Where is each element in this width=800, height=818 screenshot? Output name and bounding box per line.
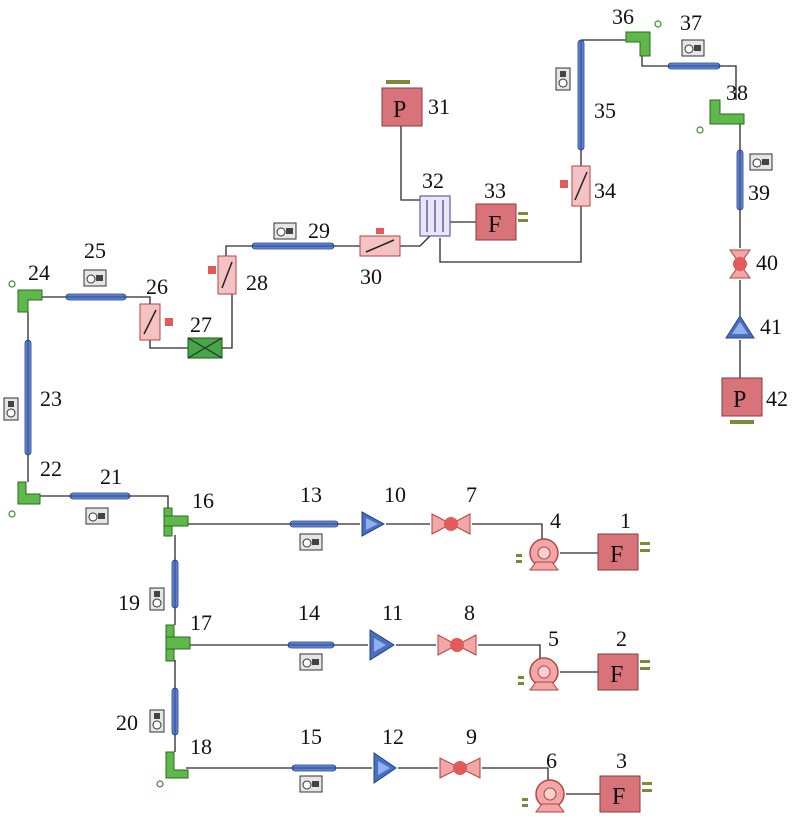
- flow-source-block-3[interactable]: F: [599, 775, 652, 813]
- label-26: 26: [146, 274, 168, 299]
- flow-source-block-1[interactable]: F: [597, 533, 650, 571]
- check-valve-11[interactable]: [369, 629, 395, 661]
- pump-6[interactable]: [522, 779, 565, 813]
- label-19: 19: [118, 590, 140, 615]
- label-9: 9: [466, 724, 477, 749]
- check-valve-10[interactable]: [361, 511, 386, 537]
- block-letter: P: [393, 97, 406, 123]
- label-37: 37: [680, 10, 702, 35]
- elbow-36[interactable]: [625, 20, 662, 57]
- flow-source-block-33[interactable]: F: [475, 203, 528, 241]
- pipe-29[interactable]: [251, 222, 335, 250]
- label-12: 12: [382, 724, 404, 749]
- pipe-23[interactable]: [3, 339, 32, 456]
- pump-5[interactable]: [518, 657, 559, 691]
- label-30: 30: [360, 264, 382, 289]
- label-35: 35: [594, 98, 616, 123]
- block-letter: F: [612, 784, 625, 810]
- label-41: 41: [760, 314, 782, 339]
- label-32: 32: [422, 168, 444, 193]
- pipe-39[interactable]: [736, 149, 773, 211]
- label-17: 17: [190, 610, 212, 635]
- label-25: 25: [84, 238, 106, 263]
- label-11: 11: [382, 600, 403, 625]
- label-42: 42: [766, 386, 788, 411]
- label-40: 40: [756, 250, 778, 275]
- label-28: 28: [246, 270, 268, 295]
- label-23: 23: [40, 386, 62, 411]
- elbow-24[interactable]: [8, 280, 43, 313]
- pipe-15[interactable]: [291, 764, 337, 793]
- pipe-35[interactable]: [555, 39, 585, 151]
- label-14: 14: [298, 600, 320, 625]
- heat-exchanger-34[interactable]: [560, 165, 591, 207]
- label-4: 4: [550, 508, 561, 533]
- heat-exchanger-28[interactable]: [208, 255, 237, 295]
- elbow-38[interactable]: [696, 99, 745, 134]
- label-27: 27: [190, 312, 212, 337]
- label-36: 36: [612, 4, 634, 29]
- pipe-21[interactable]: [69, 492, 131, 525]
- label-1: 1: [620, 508, 631, 533]
- pipe-13[interactable]: [289, 520, 339, 551]
- block-letter: P: [733, 387, 746, 413]
- pipe-14[interactable]: [287, 641, 335, 671]
- mixing-chamber-32[interactable]: [419, 195, 451, 237]
- flow-source-block-2[interactable]: F: [597, 653, 650, 691]
- check-valve-41[interactable]: [725, 315, 755, 339]
- label-10: 10: [384, 482, 406, 507]
- label-33: 33: [484, 178, 506, 203]
- pressure-block-42[interactable]: P: [721, 377, 763, 424]
- heat-exchanger-30[interactable]: [359, 228, 401, 257]
- block-letter: F: [610, 542, 623, 568]
- label-39: 39: [748, 180, 770, 205]
- check-valve-12[interactable]: [373, 752, 397, 784]
- pressure-block-31[interactable]: P: [381, 80, 423, 127]
- label-34: 34: [594, 178, 616, 203]
- control-valve-40[interactable]: [729, 249, 751, 279]
- label-21: 21: [100, 464, 122, 489]
- label-20: 20: [116, 710, 138, 735]
- tee-17[interactable]: [165, 624, 191, 662]
- label-24: 24: [28, 260, 50, 285]
- block-letter: F: [610, 662, 623, 688]
- label-6: 6: [546, 748, 557, 773]
- pipe-20[interactable]: [149, 687, 179, 736]
- elbow-22[interactable]: [8, 481, 41, 518]
- label-29: 29: [308, 218, 330, 243]
- label-16: 16: [192, 488, 214, 513]
- label-18: 18: [190, 734, 212, 759]
- pipe-19[interactable]: [149, 559, 179, 611]
- control-valve-9[interactable]: [439, 757, 481, 779]
- label-7: 7: [466, 482, 477, 507]
- label-31: 31: [428, 94, 450, 119]
- pipe-25[interactable]: [65, 269, 127, 301]
- label-38: 38: [726, 80, 748, 105]
- pipe-37[interactable]: [667, 39, 721, 70]
- filter-27[interactable]: [187, 337, 223, 359]
- label-15: 15: [300, 724, 322, 749]
- pump-4[interactable]: [516, 538, 559, 571]
- label-5: 5: [548, 626, 559, 651]
- component-number-labels: 1 2 3 4 5 6 7 8 9 10 11 12 13 14 15 16 1…: [28, 4, 788, 773]
- block-letter: F: [488, 212, 501, 238]
- label-8: 8: [464, 600, 475, 625]
- label-13: 13: [300, 482, 322, 507]
- tee-16[interactable]: [163, 507, 189, 537]
- connection-lines: [27, 39, 741, 795]
- control-valve-8[interactable]: [437, 634, 477, 656]
- label-3: 3: [616, 748, 627, 773]
- control-valve-7[interactable]: [431, 513, 471, 535]
- label-2: 2: [616, 626, 627, 651]
- elbow-18[interactable]: [156, 751, 189, 788]
- heat-exchanger-26[interactable]: [139, 303, 173, 341]
- label-22: 22: [40, 456, 62, 481]
